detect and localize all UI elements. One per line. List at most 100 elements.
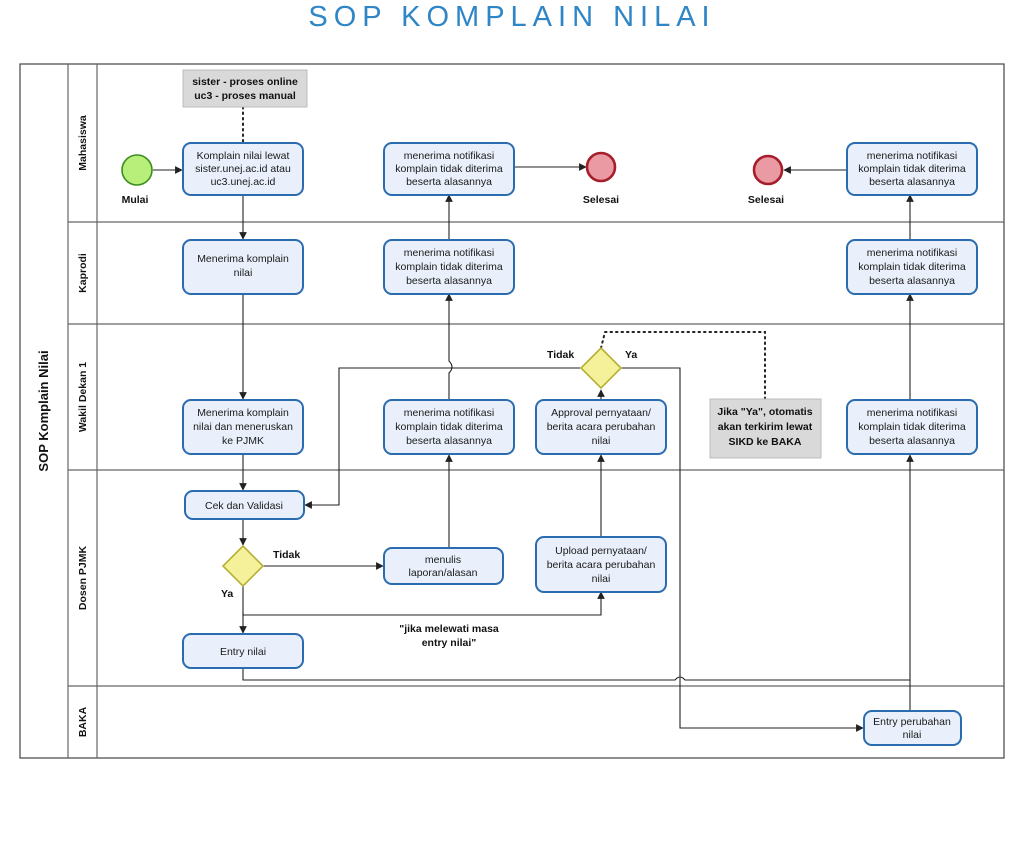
task-komplain-line-3: uc3.unej.ac.id xyxy=(211,176,276,188)
task-notif-mhs-1-box xyxy=(383,142,515,196)
task-approval-box xyxy=(535,399,667,455)
task-approval-line-3: nilai xyxy=(592,435,611,447)
annotation-masa-line-1: "jika melewati masa xyxy=(399,623,499,635)
task-upload-line-1: Upload pernyataan/ xyxy=(555,545,647,557)
task-kaprodi-terima-box xyxy=(182,239,304,295)
lane-label-baka: BAKA xyxy=(77,706,89,737)
task-notif-wd-1-line-3: beserta alasannya xyxy=(406,435,492,447)
task-entry-box xyxy=(182,633,304,669)
task-notif-kaprodi-1: menerima notifikasi komplain tidak diter… xyxy=(383,239,515,295)
task-notif-mhs-1: menerima notifikasi komplain tidak diter… xyxy=(383,142,515,196)
task-notif-kaprodi-1-line-3: beserta alasannya xyxy=(406,275,492,287)
task-wd-terima-line-3: ke PJMK xyxy=(222,435,264,447)
flow-gateway-to-upload xyxy=(242,591,605,616)
gateway-wd-tidak-label: Tidak xyxy=(547,349,574,361)
task-cek-box xyxy=(184,490,305,520)
task-notif-kaprodi-2-box xyxy=(846,239,978,295)
task-komplain: Komplain nilai lewat sister.unej.ac.id a… xyxy=(182,142,304,196)
task-notif-mhs-2-line-1: menerima notifikasi xyxy=(867,150,957,162)
flow-notif-wd-to-notif-kaprodi xyxy=(445,293,453,400)
flow-entry-to-notif-wd-2 xyxy=(242,454,914,681)
task-entry-perubahan-line-1: Entry perubahan xyxy=(873,716,951,728)
task-notif-kaprodi-2-line-2: komplain tidak diterima xyxy=(858,261,966,273)
end-event-1-circle xyxy=(585,151,617,183)
task-notif-wd-2-line-2: komplain tidak diterima xyxy=(858,421,966,433)
assoc-otomatis-annotation xyxy=(600,331,766,400)
task-notif-wd-2-line-1: menerima notifikasi xyxy=(867,407,957,419)
task-notif-wd-2-line-3: beserta alasannya xyxy=(869,435,955,447)
lane-label-kaprodi: Kaprodi xyxy=(77,253,89,293)
task-komplain-line-1: Komplain nilai lewat xyxy=(197,150,290,162)
task-approval-line-2: berita acara perubahan xyxy=(547,421,656,433)
page-title: SOP KOMPLAIN NILAI xyxy=(308,1,716,33)
annotation-sister-line-1: sister - proses online xyxy=(192,76,298,88)
task-notif-kaprodi-1-line-1: menerima notifikasi xyxy=(404,247,494,259)
pool-label: SOP Komplain Nilai xyxy=(36,350,51,471)
task-notif-wd-2: menerima notifikasi komplain tidak diter… xyxy=(846,399,978,455)
task-entry-perubahan-line-2: nilai xyxy=(903,729,922,741)
task-notif-wd-2-box xyxy=(846,399,978,455)
gateway-wd-ya-label: Ya xyxy=(625,349,637,361)
end-event-2: Selesai xyxy=(748,154,784,206)
gateway-dosen: Tidak Ya xyxy=(221,544,300,600)
gateway-dosen-tidak-label: Tidak xyxy=(273,549,300,561)
end-event-2-circle xyxy=(752,154,784,186)
pool: SOP Komplain Nilai Mahasiswa Kaprodi Wak… xyxy=(19,63,1005,759)
task-cek: Cek dan Validasi xyxy=(184,490,305,520)
sequence-flows xyxy=(153,163,914,732)
task-notif-mhs-2-line-2: komplain tidak diterima xyxy=(858,163,966,175)
task-notif-kaprodi-1-line-2: komplain tidak diterima xyxy=(395,261,503,273)
end-event-1: Selesai xyxy=(583,151,619,206)
start-event-label: Mulai xyxy=(122,194,149,206)
task-approval-line-1: Approval pernyataan/ xyxy=(551,407,651,419)
lane-label-dosen-pjmk: Dosen PJMK xyxy=(77,545,89,610)
task-wd-terima-box xyxy=(182,399,304,455)
task-notif-wd-1-line-2: komplain tidak diterima xyxy=(395,421,503,433)
gateway-wd-diamond xyxy=(579,346,623,390)
annotation-sister-line-2: uc3 - proses manual xyxy=(194,90,296,102)
annotation-otomatis-line-1: Jika "Ya", otomatis xyxy=(717,406,812,418)
flow-gateway-tidak-to-cek xyxy=(304,367,581,509)
task-notif-kaprodi-1-box xyxy=(383,239,515,295)
task-menulis-line-2: laporan/alasan xyxy=(409,567,478,579)
gateway-dosen-diamond xyxy=(221,544,265,588)
annotation-otomatis-line-3: SIKD ke BAKA xyxy=(729,436,802,448)
lane-label-mahasiswa: Mahasiswa xyxy=(77,115,89,171)
task-wd-terima: Menerima komplain nilai dan meneruskan k… xyxy=(182,399,304,455)
annotation-otomatis: Jika "Ya", otomatis akan terkirim lewat … xyxy=(709,398,822,459)
pool-border xyxy=(19,63,1005,759)
task-notif-mhs-1-line-2: komplain tidak diterima xyxy=(395,163,503,175)
task-kaprodi-terima-line-1: Menerima komplain xyxy=(197,253,289,265)
annotation-otomatis-box xyxy=(709,398,822,459)
gateway-dosen-ya-label: Ya xyxy=(221,588,233,600)
start-event: Mulai xyxy=(121,154,153,206)
annotation-masa-line-2: entry nilai" xyxy=(422,637,477,649)
task-menulis: menulis laporan/alasan xyxy=(383,547,504,585)
task-notif-wd-1-line-1: menerima notifikasi xyxy=(404,407,494,419)
task-notif-kaprodi-2-line-1: menerima notifikasi xyxy=(867,247,957,259)
task-notif-wd-1: menerima notifikasi komplain tidak diter… xyxy=(383,399,515,455)
task-notif-mhs-2-line-3: beserta alasannya xyxy=(869,176,955,188)
task-notif-kaprodi-2-line-3: beserta alasannya xyxy=(869,275,955,287)
task-cek-line-1: Cek dan Validasi xyxy=(205,500,283,512)
annotation-sister: sister - proses online uc3 - proses manu… xyxy=(182,69,308,108)
task-upload-line-3: nilai xyxy=(592,573,611,585)
task-menulis-line-1: menulis xyxy=(425,554,461,566)
task-entry-perubahan-box xyxy=(863,710,962,746)
task-entry-perubahan: Entry perubahan nilai xyxy=(863,710,962,746)
task-notif-wd-1-box xyxy=(383,399,515,455)
task-approval: Approval pernyataan/ berita acara peruba… xyxy=(535,399,667,455)
annotation-masa: "jika melewati masa entry nilai" xyxy=(399,623,499,649)
flow-gateway-ya-to-baka xyxy=(621,367,864,732)
start-event-circle xyxy=(121,154,153,186)
end-event-2-label: Selesai xyxy=(748,194,784,206)
task-menulis-box xyxy=(383,547,504,585)
lane-label-wakil-dekan: Wakil Dekan 1 xyxy=(77,362,89,432)
task-wd-terima-line-2: nilai dan meneruskan xyxy=(193,421,293,433)
gateway-wd: Tidak Ya xyxy=(547,346,637,390)
task-upload-line-2: berita acara perubahan xyxy=(547,559,656,571)
task-entry: Entry nilai xyxy=(182,633,304,669)
annotation-sister-box xyxy=(182,69,308,108)
task-upload-box xyxy=(535,536,667,593)
